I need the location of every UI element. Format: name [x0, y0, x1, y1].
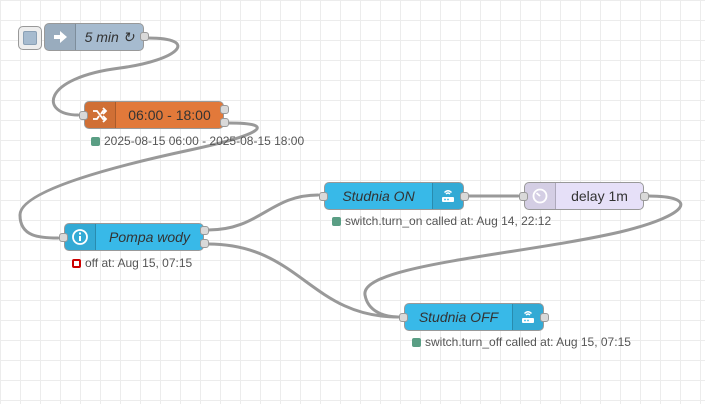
- status-dot-green: [412, 337, 421, 347]
- switch-label: 06:00 - 18:00: [128, 107, 211, 123]
- delay-label: delay 1m: [571, 188, 628, 204]
- studnia-on-label: Studnia ON: [342, 188, 415, 204]
- arrow-right-icon: [45, 24, 76, 50]
- studnia-on-node[interactable]: Studnia ON: [319, 182, 469, 210]
- status-dot-green: [332, 216, 341, 226]
- info-icon: [65, 224, 96, 250]
- delay-node[interactable]: delay 1m: [519, 182, 649, 210]
- pompa-wody-node[interactable]: Pompa wody: [59, 223, 209, 251]
- router-icon: [512, 304, 543, 330]
- pompa-input-port[interactable]: [59, 233, 68, 242]
- switch-input-port[interactable]: [79, 111, 88, 120]
- delay-input-port[interactable]: [519, 192, 528, 201]
- switch-status: 2025-08-15 06:00 - 2025-08-15 18:00: [91, 134, 304, 148]
- studnia-on-status: switch.turn_on called at: Aug 14, 22:12: [332, 214, 551, 228]
- router-icon: [432, 183, 463, 209]
- wire-switch-to-pompa[interactable]: [18, 121, 259, 240]
- wire-delay-to-studnia-off[interactable]: [363, 194, 683, 319]
- wire-inject-to-switch[interactable]: [51, 36, 180, 117]
- switch-output-port-1[interactable]: [220, 105, 229, 114]
- pompa-output-port-2[interactable]: [200, 239, 209, 248]
- shuffle-icon: [85, 102, 116, 128]
- pompa-wody-label: Pompa wody: [109, 229, 190, 245]
- wire-pompa-to-studnia-off[interactable]: [206, 242, 400, 319]
- inject-trigger-button[interactable]: [18, 26, 42, 50]
- status-dot-green: [91, 136, 100, 146]
- inject-output-port[interactable]: [140, 32, 149, 41]
- studnia-off-node[interactable]: Studnia OFF: [399, 303, 549, 331]
- inject-label: 5 min ↻: [84, 28, 135, 45]
- studnia-off-label: Studnia OFF: [418, 309, 499, 325]
- switch-node[interactable]: 06:00 - 18:00: [79, 101, 229, 129]
- inject-node[interactable]: 5 min ↻: [44, 23, 149, 51]
- status-ring-red: [72, 258, 81, 268]
- studnia-off-output-port[interactable]: [540, 313, 549, 322]
- studnia-on-input-port[interactable]: [319, 192, 328, 201]
- switch-output-port-2[interactable]: [220, 118, 229, 127]
- pompa-status: off at: Aug 15, 07:15: [72, 256, 192, 270]
- wire-pompa-to-studnia-on[interactable]: [206, 193, 320, 232]
- studnia-on-output-port[interactable]: [460, 192, 469, 201]
- studnia-off-input-port[interactable]: [399, 313, 408, 322]
- delay-output-port[interactable]: [640, 192, 649, 201]
- timer-icon: [525, 183, 556, 209]
- pompa-output-port-1[interactable]: [200, 226, 209, 235]
- studnia-off-status: switch.turn_off called at: Aug 15, 07:15: [412, 335, 631, 349]
